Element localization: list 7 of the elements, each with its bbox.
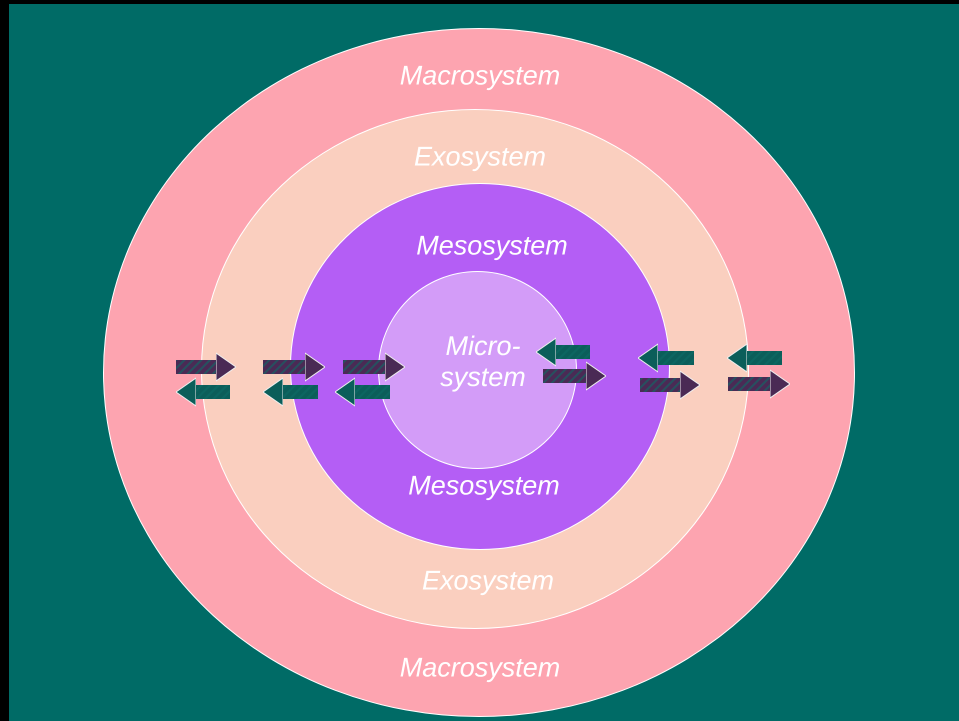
layer-label: Mesosystem xyxy=(416,230,568,262)
layer-label: Macrosystem xyxy=(400,652,560,684)
layer-label: Micro- system xyxy=(439,330,527,394)
layer-label: Exosystem xyxy=(422,565,554,597)
layer-label: Mesosystem xyxy=(408,470,560,502)
layer-label: Exosystem xyxy=(414,141,546,173)
layer-label: Macrosystem xyxy=(400,60,560,92)
